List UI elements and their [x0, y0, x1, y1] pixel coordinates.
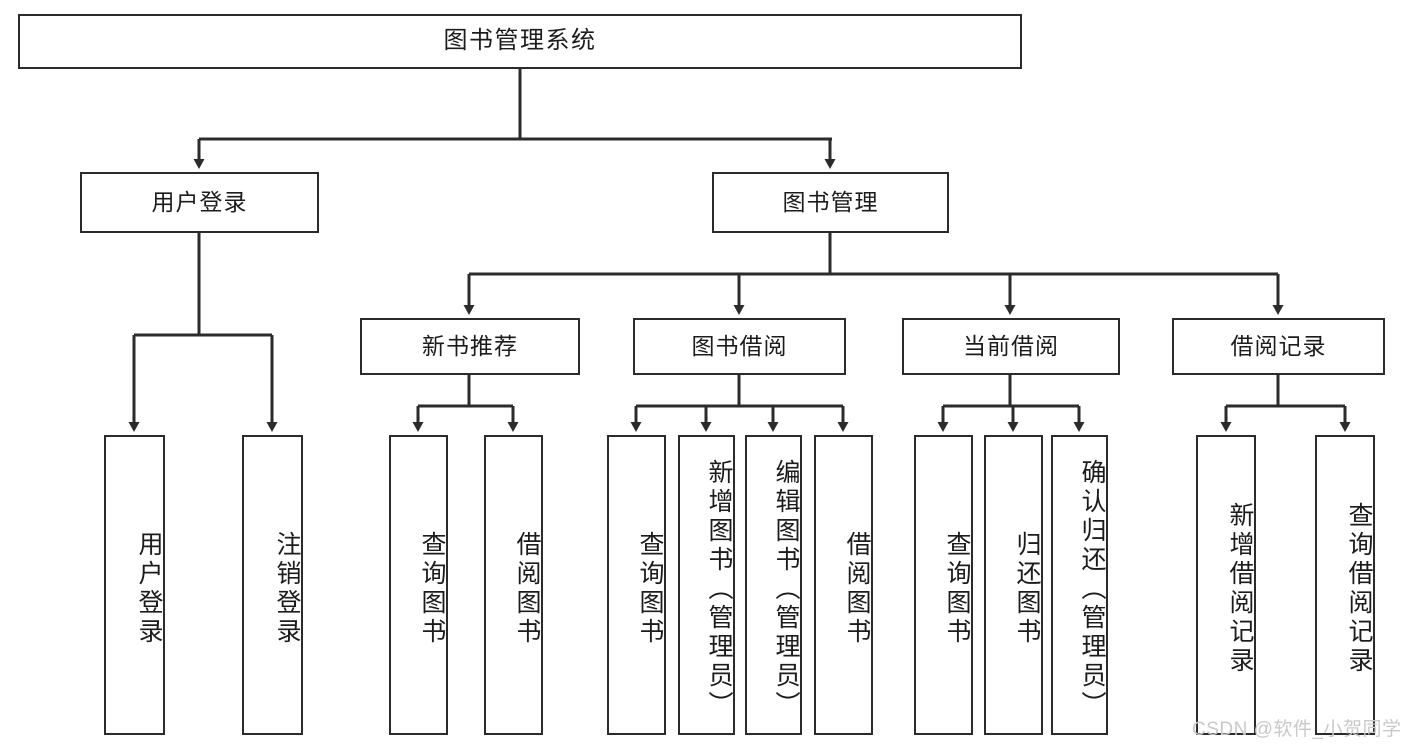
node-new-book-recommend[interactable]: 新书推荐 — [360, 318, 580, 375]
leaf-node-user-login[interactable]: 用户登录 — [104, 435, 165, 735]
leaf-node-label: 编辑图书（管理员） — [772, 458, 800, 720]
leaf-node-label: 借阅图书 — [513, 531, 541, 647]
node-root-system[interactable]: 图书管理系统 — [18, 14, 1022, 69]
leaf-node-label: 用户登录 — [135, 531, 163, 647]
leaf-node-query-book[interactable]: 查询图书 — [389, 435, 448, 735]
leaf-node-label: 查询借阅记录 — [1345, 502, 1373, 676]
leaf-node-edit-book-admin[interactable]: 编辑图书（管理员） — [745, 435, 802, 735]
leaf-node-borrow-book[interactable]: 借阅图书 — [484, 435, 543, 735]
leaf-node-label: 查询图书 — [418, 531, 446, 647]
leaf-node-label: 注销登录 — [273, 531, 301, 647]
node-user-login[interactable]: 用户登录 — [80, 172, 319, 233]
leaf-node-add-borrow-record[interactable]: 新增借阅记录 — [1196, 435, 1256, 735]
leaf-node-label: 新增借阅记录 — [1226, 502, 1254, 676]
leaf-node-label: 查询图书 — [636, 531, 664, 647]
leaf-node-add-book-admin[interactable]: 新增图书（管理员） — [678, 435, 735, 735]
leaf-node-query-borrow-record[interactable]: 查询借阅记录 — [1315, 435, 1375, 735]
leaf-node-return-book[interactable]: 归还图书 — [984, 435, 1043, 735]
watermark-credit: CSDN @软件_小贺同学 — [1192, 719, 1402, 740]
node-borrow-record[interactable]: 借阅记录 — [1172, 318, 1385, 375]
leaf-node-query-book[interactable]: 查询图书 — [607, 435, 666, 735]
leaf-node-confirm-return-admin[interactable]: 确认归还（管理员） — [1051, 435, 1108, 735]
leaf-node-label: 确认归还（管理员） — [1078, 458, 1106, 720]
leaf-node-label: 借阅图书 — [843, 531, 871, 647]
leaf-node-label: 新增图书（管理员） — [705, 458, 733, 720]
node-book-borrow[interactable]: 图书借阅 — [633, 318, 846, 375]
node-book-management[interactable]: 图书管理 — [712, 172, 949, 233]
leaf-node-label: 查询图书 — [943, 531, 971, 647]
leaf-node-label: 归还图书 — [1013, 531, 1041, 647]
leaf-node-logout[interactable]: 注销登录 — [242, 435, 303, 735]
node-current-borrow[interactable]: 当前借阅 — [902, 318, 1120, 375]
leaf-node-borrow-book[interactable]: 借阅图书 — [814, 435, 873, 735]
leaf-node-query-book[interactable]: 查询图书 — [914, 435, 973, 735]
